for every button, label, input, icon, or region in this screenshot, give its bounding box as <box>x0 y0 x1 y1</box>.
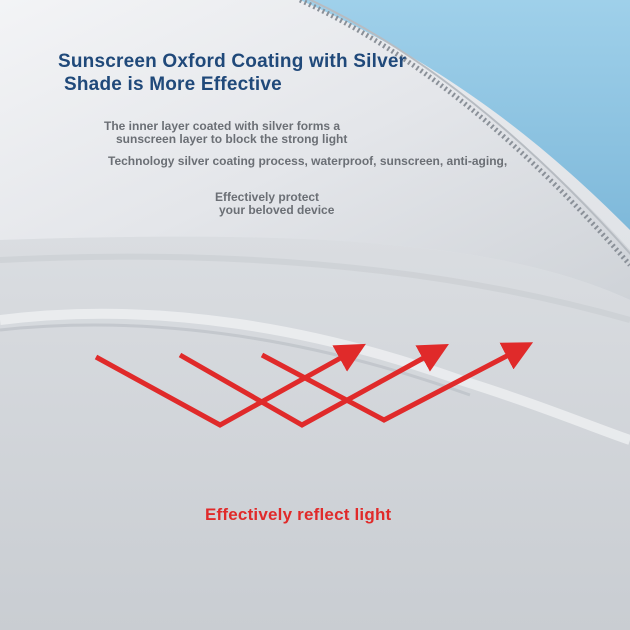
inner-layer-description: The inner layer coated with silver forms… <box>104 120 347 146</box>
sky-corner <box>300 0 630 230</box>
fold-shadow <box>0 323 471 397</box>
inner-layer-line-1: The inner layer coated with silver forms… <box>104 119 341 133</box>
reflect-arrow-icon <box>94 343 366 428</box>
seam-stitching <box>298 0 630 267</box>
technology-line: Technology silver coating process, water… <box>108 154 508 168</box>
headline: Sunscreen Oxford Coating with Silver Sha… <box>58 50 406 96</box>
upper-fabric-fold <box>0 0 630 300</box>
inner-layer-line-2: sunscreen layer to block the strong ligh… <box>116 132 348 146</box>
protect-line-1: Effectively protect <box>215 190 320 204</box>
protect-description: Effectively protect your beloved device <box>215 191 334 217</box>
lower-fabric <box>0 236 630 630</box>
reflect-arrow-icon <box>178 343 449 428</box>
technology-description: Technology silver coating process, water… <box>108 155 507 168</box>
fold-highlight <box>0 308 630 445</box>
protect-line-2: your beloved device <box>219 203 335 217</box>
fold-crease <box>0 253 630 323</box>
headline-line-1: Sunscreen Oxford Coating with Silver <box>58 51 407 72</box>
seam-edge <box>308 0 630 256</box>
reflect-light-label: Effectively reflect light <box>205 505 392 524</box>
headline-line-2: Shade is More Effective <box>64 74 282 95</box>
reflect-arrow-icon <box>260 342 534 423</box>
